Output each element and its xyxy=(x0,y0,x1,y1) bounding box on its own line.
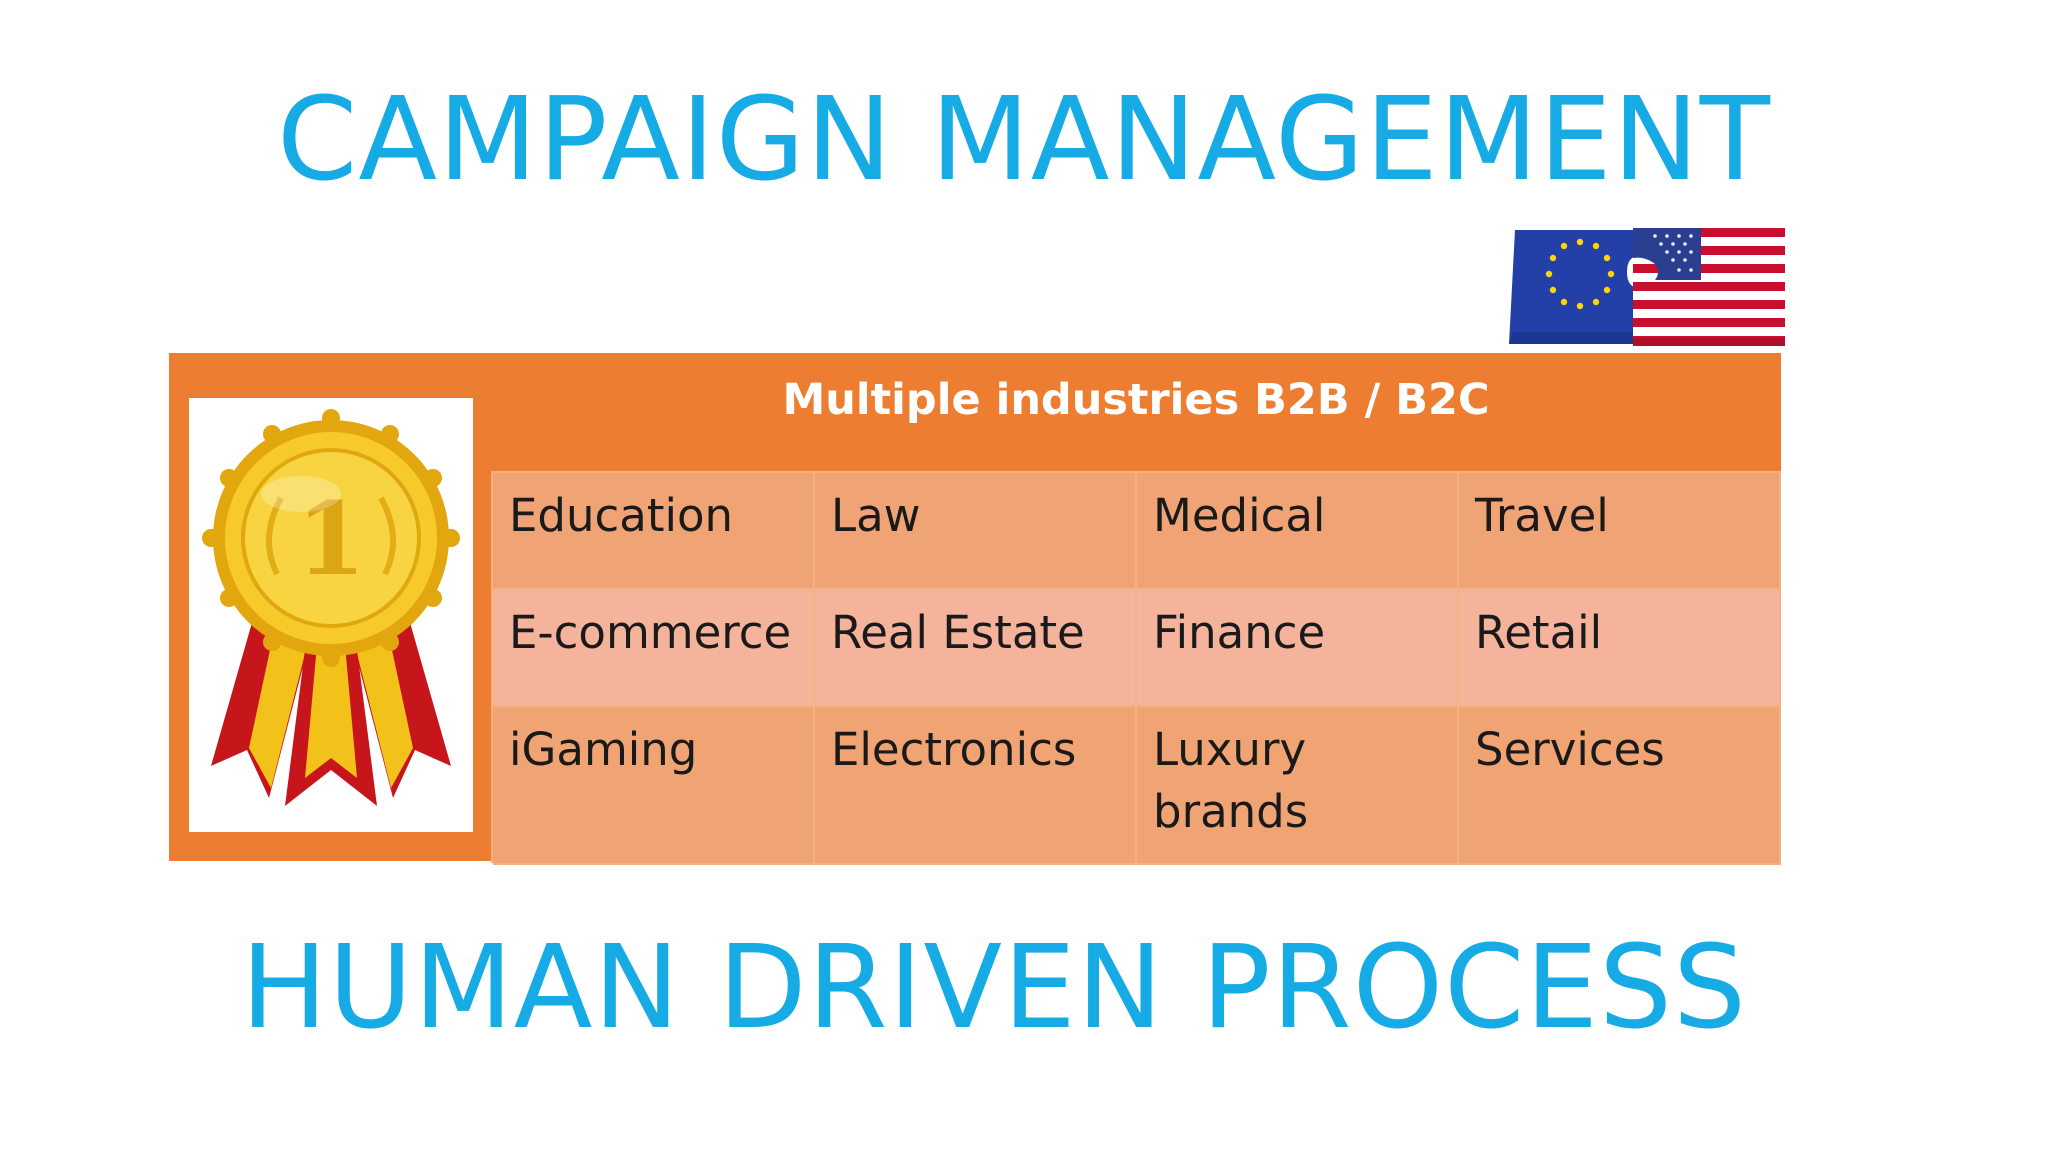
gold-medal-icon: 1 xyxy=(202,409,460,806)
table-cell: Finance xyxy=(1137,590,1459,707)
industries-table: Education Law Medical Travel E-commerce … xyxy=(491,471,1781,865)
eu-us-flag-puzzle-icon xyxy=(1505,228,1785,348)
slide-subtitle: HUMAN DRIVEN PROCESS xyxy=(240,921,1748,1055)
eu-stars xyxy=(1545,238,1615,310)
table-cell: Electronics xyxy=(815,707,1137,865)
medal-number: 1 xyxy=(296,480,366,598)
table-cell: Services xyxy=(1459,707,1781,865)
table-cell: Law xyxy=(815,473,1137,590)
table-header: Multiple industries B2B / B2C xyxy=(782,375,1490,425)
table-cell: Travel xyxy=(1459,473,1781,590)
table-cell: Retail xyxy=(1459,590,1781,707)
medal-image: 1 xyxy=(189,398,473,832)
table-cell: Education xyxy=(493,473,815,590)
table-cell: iGaming xyxy=(493,707,815,865)
table-cell: Real Estate xyxy=(815,590,1137,707)
table-cell: Luxury brands xyxy=(1137,707,1459,865)
table-cell: Medical xyxy=(1137,473,1459,590)
slide-title: CAMPAIGN MANAGEMENT xyxy=(277,73,1771,207)
table-cell: E-commerce xyxy=(493,590,815,707)
